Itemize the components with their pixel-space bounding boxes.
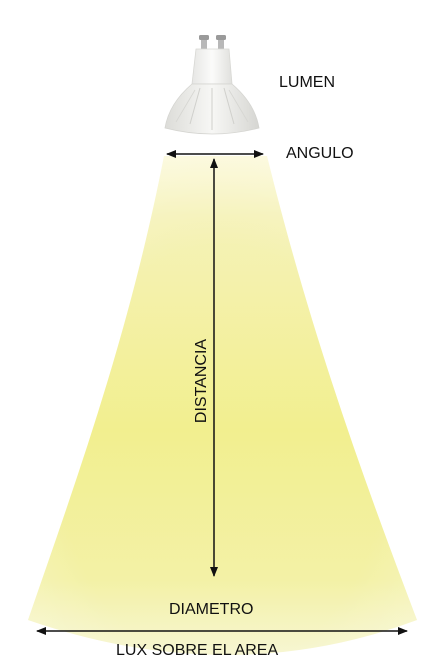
angle-label: ANGULO [286, 145, 354, 162]
light-beam [28, 156, 417, 655]
diameter-label: DIAMETRO [169, 601, 254, 618]
lumen-label: LUMEN [279, 74, 336, 91]
lux-label: LUX SOBRE EL AREA [116, 642, 279, 659]
distance-label: DISTANCIA [193, 338, 210, 424]
gu10-led-bulb-icon [164, 35, 260, 135]
